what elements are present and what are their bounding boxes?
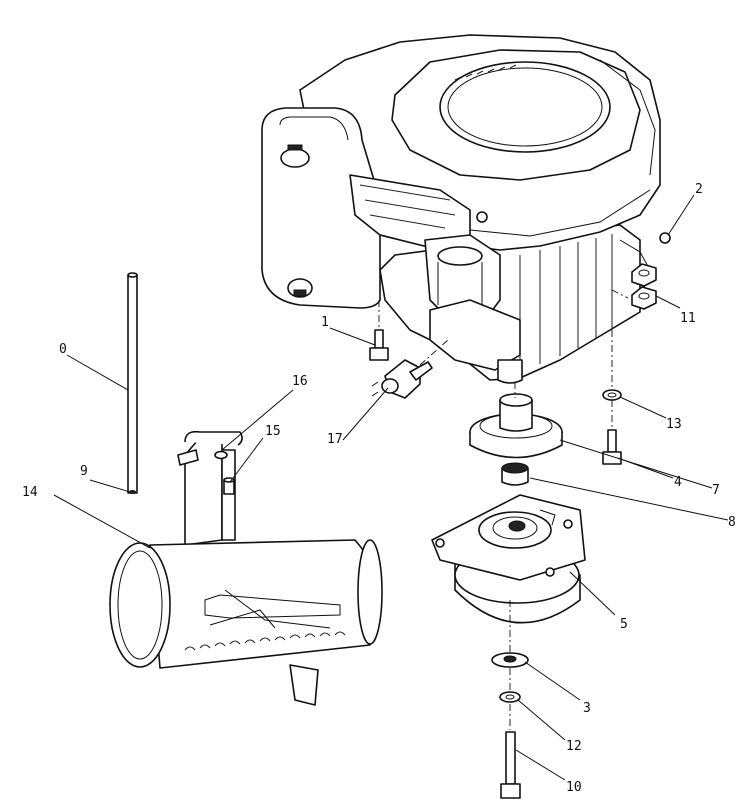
callout-16: 16 <box>292 374 308 389</box>
part-14-muffler <box>109 430 383 706</box>
callout-10: 10 <box>566 780 582 795</box>
part-8-spacer <box>501 462 529 486</box>
callout-11: 11 <box>680 311 696 326</box>
callout-3: 3 <box>583 701 591 716</box>
callout-9: 9 <box>80 464 88 479</box>
callout-4: 4 <box>674 475 682 490</box>
callout-14: 14 <box>22 485 38 500</box>
part-3-washer <box>491 652 529 668</box>
part-15-stud <box>223 477 235 495</box>
engine <box>261 34 671 384</box>
part-5-clutch <box>431 494 586 624</box>
callout-17: 17 <box>327 432 343 447</box>
part-0-rod <box>127 272 138 494</box>
part-17-fuel-filter <box>371 359 433 399</box>
callout-0: 0 <box>59 342 67 357</box>
callout-labels: 0 1 2 3 4 5 7 8 9 10 11 12 13 14 15 16 1… <box>22 182 736 795</box>
callout-7: 7 <box>712 483 720 498</box>
part-11-nuts <box>631 263 657 310</box>
part-12-lock-washer <box>499 691 521 703</box>
part-13-washer <box>602 389 622 401</box>
callout-1: 1 <box>321 315 329 330</box>
callout-15: 15 <box>265 424 281 439</box>
part-16-washer <box>214 450 228 460</box>
callout-12: 12 <box>566 739 582 754</box>
callout-13: 13 <box>666 417 682 432</box>
part-10-bolt <box>500 731 521 799</box>
callout-2: 2 <box>695 182 703 197</box>
part-7-pulley <box>469 393 563 459</box>
callout-8: 8 <box>728 515 736 530</box>
part-1-bolt <box>369 329 389 361</box>
callout-5: 5 <box>620 617 628 632</box>
leader-lines <box>53 194 729 781</box>
